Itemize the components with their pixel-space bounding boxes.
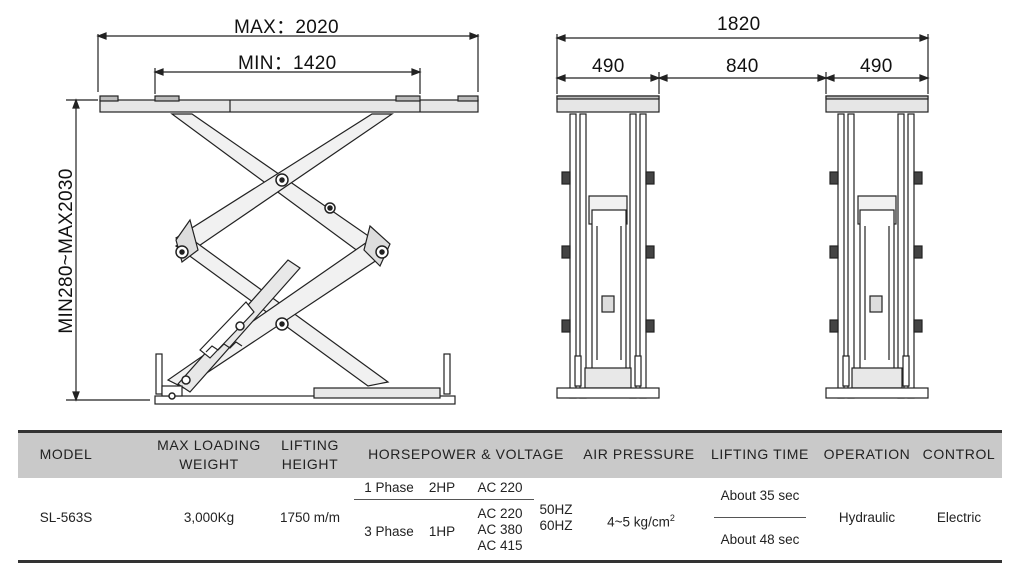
header-max-loading-line1: MAX LOADING (157, 437, 261, 453)
cell-max-loading: 3,000Kg (183, 510, 235, 525)
cell-phase1: 1 Phase (364, 480, 414, 495)
header-hp-voltage: HORSEPOWER & VOLTAGE (368, 446, 564, 462)
front-mid-label: 840 (726, 56, 759, 77)
cell-model: SL-563S (39, 510, 93, 525)
cell-volt3: AC 220 AC 380 AC 415 (466, 506, 534, 554)
height-label: MIN280~MAX2030 (56, 168, 77, 334)
spec-table-header (18, 430, 1002, 478)
cell-volt3c: AC 415 (477, 538, 523, 553)
header-max-loading: MAX LOADING WEIGHT (146, 436, 272, 474)
hp-divider (354, 499, 534, 500)
side-dimension-lines (66, 32, 480, 402)
header-model: MODEL (39, 446, 93, 462)
cell-phase3: 3 Phase (364, 524, 414, 539)
front-right-label: 490 (860, 56, 893, 77)
side-view-pins (168, 173, 389, 400)
header-lifting-time: LIFTING TIME (711, 446, 809, 462)
header-max-loading-line2: WEIGHT (179, 456, 239, 472)
cell-hz1: 50HZ (539, 502, 573, 517)
cell-lifting-height: 1750 m/m (279, 510, 341, 525)
cell-air-pressure: 4~5 kg/cm2 (588, 510, 694, 531)
header-operation: OPERATION (823, 446, 911, 462)
cell-hz2: 60HZ (539, 518, 573, 533)
header-lifting-line2: HEIGHT (281, 456, 339, 472)
header-lifting-height: LIFTING HEIGHT (270, 436, 350, 474)
time-divider (714, 517, 806, 518)
cell-volt3b: AC 380 (477, 522, 523, 537)
cell-volt1: AC 220 (477, 480, 523, 495)
cell-time1: About 35 sec (720, 488, 800, 503)
front-left-label: 490 (592, 56, 625, 77)
cell-control: Electric (936, 510, 982, 525)
side-min-label: MIN：1420 (238, 53, 337, 74)
front-view-left (556, 95, 660, 399)
header-control: CONTROL (922, 446, 996, 462)
cell-volt3a: AC 220 (477, 506, 523, 521)
front-dimension-lines (555, 34, 930, 94)
air-pressure-unit-exponent: 2 (669, 513, 675, 523)
header-air-pressure: AIR PRESSURE (583, 446, 695, 462)
cell-hp3: 1HP (428, 524, 456, 539)
cell-operation: Hydraulic (838, 510, 896, 525)
front-total-label: 1820 (717, 14, 761, 35)
side-max-label: MAX：2020 (234, 17, 339, 38)
cell-time2: About 48 sec (720, 532, 800, 547)
cell-hz: 50HZ 60HZ (534, 502, 578, 534)
front-view-right (825, 95, 929, 399)
cell-hp1: 2HP (428, 480, 456, 495)
air-pressure-value: 4~5 kg/cm (607, 514, 670, 530)
technical-drawing (66, 32, 930, 405)
table-bottom-rule (18, 560, 1002, 563)
side-view-lift (99, 95, 479, 405)
header-lifting-line1: LIFTING (281, 437, 339, 453)
